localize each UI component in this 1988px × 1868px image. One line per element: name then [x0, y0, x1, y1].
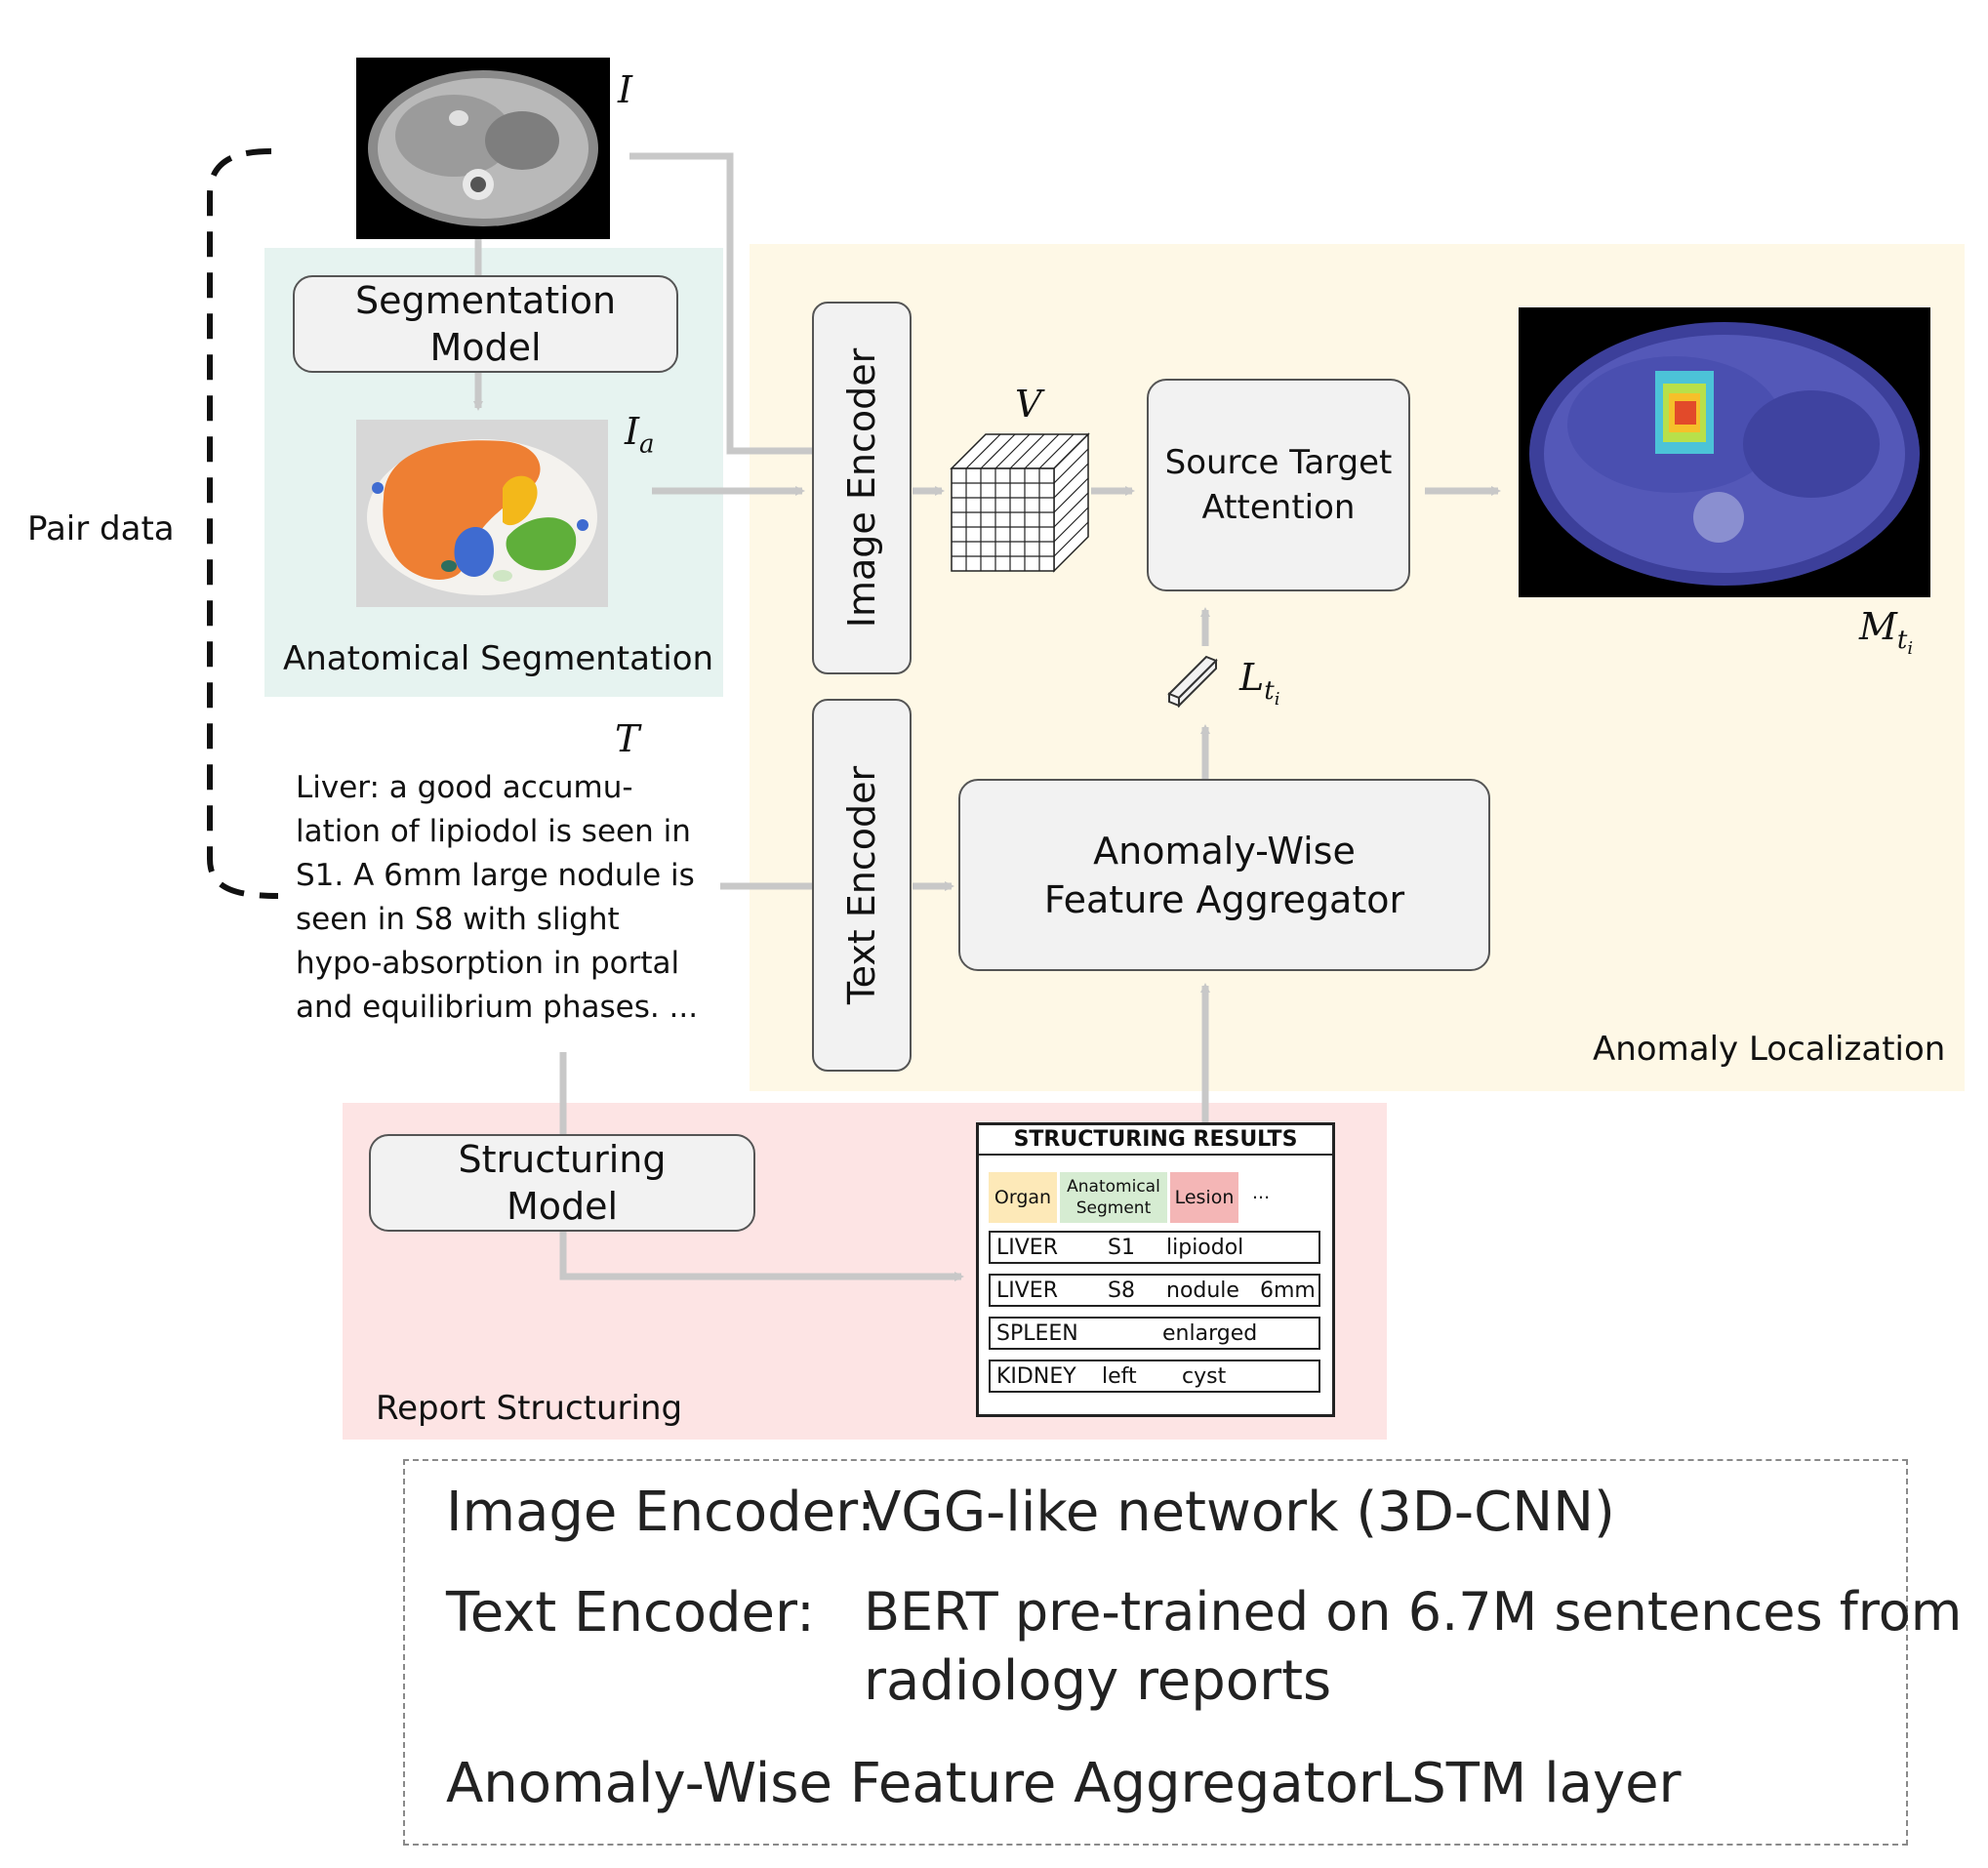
aggregator-line1: Anomaly-Wise — [1093, 829, 1356, 873]
organ-tag: Organ — [989, 1172, 1057, 1223]
legend-aggregator-key: Anomaly-Wise Feature Aggregator: — [446, 1752, 1399, 1815]
text-encoder-box: Text Encoder — [812, 699, 912, 1072]
source-target-line1: Source Target — [1164, 443, 1393, 482]
localization-region-title: Anomaly Localization — [1593, 1030, 1946, 1069]
row-segment: left — [1102, 1364, 1137, 1389]
component-legend: Image Encoder: VGG-like network (3D-CNN)… — [403, 1459, 1962, 1846]
row-extra: 6mm — [1260, 1279, 1316, 1303]
more-tag-label: ... — [1252, 1182, 1271, 1203]
row-lesion: lipiodol — [1166, 1236, 1244, 1260]
symbol-seg-image: Ia — [625, 410, 655, 460]
symbol-map-base: M — [1859, 605, 1897, 648]
structuring-region-title: Report Structuring — [376, 1389, 683, 1428]
report-text-line: Liver: a good accumu- — [296, 770, 633, 805]
aggregator-line2: Feature Aggregator — [1043, 877, 1405, 921]
anomaly-map-image — [1519, 307, 1930, 597]
symbol-seg-image-base: I — [625, 410, 640, 453]
segment-tag: Anatomical Segment — [1060, 1172, 1167, 1223]
row-organ: LIVER — [996, 1236, 1058, 1260]
symbol-latent-base: L — [1239, 656, 1265, 699]
legend-text-encoder-value-line1: BERT pre-trained on 6.7M sentences from — [864, 1581, 1963, 1643]
symbol-text: T — [615, 717, 640, 760]
symbol-latent-sub: t — [1264, 675, 1275, 706]
legend-text-encoder-key: Text Encoder: — [446, 1581, 815, 1645]
table-row: KIDNEY left cyst — [989, 1360, 1320, 1393]
symbol-latent-subsub: i — [1274, 688, 1280, 710]
lesion-tag: Lesion — [1170, 1172, 1238, 1223]
legend-image-encoder-key: Image Encoder: — [446, 1481, 876, 1544]
pair-data-bracket — [207, 148, 279, 899]
segmentation-image — [356, 420, 608, 607]
report-text-line: hypo-absorption in portal — [296, 946, 680, 981]
organ-tag-label: Organ — [994, 1187, 1052, 1208]
source-target-attention-box: Source Target Attention — [1147, 379, 1410, 591]
symbol-map: Mti — [1859, 605, 1913, 659]
row-lesion: enlarged — [1162, 1321, 1258, 1346]
symbol-volume: V — [1015, 383, 1042, 426]
segmentation-model-line1: Segmentation — [354, 279, 617, 322]
report-text-line: seen in S8 with slight — [296, 902, 620, 937]
feature-aggregator-box: Anomaly-Wise Feature Aggregator — [958, 779, 1490, 971]
table-row: LIVER S1 lipiodol — [989, 1231, 1320, 1264]
symbol-latent: Lti — [1239, 656, 1279, 710]
segmentation-region-title: Anatomical Segmentation — [283, 639, 714, 678]
ct-input-image — [356, 58, 610, 239]
symbol-map-subsub: i — [1907, 637, 1914, 659]
report-text: Liver: a good accumu- lation of lipiodol… — [296, 766, 698, 1030]
legend-image-encoder-value: VGG-like network (3D-CNN) — [864, 1481, 1615, 1544]
row-organ: SPLEEN — [996, 1321, 1078, 1346]
image-encoder-box: Image Encoder — [812, 302, 912, 674]
structuring-model-line2: Model — [506, 1185, 619, 1228]
structuring-results-title: STRUCTURING RESULTS — [979, 1127, 1332, 1156]
report-text-line: lation of lipiodol is seen in — [296, 814, 691, 849]
legend-aggregator-value: LSTM layer — [1381, 1752, 1682, 1815]
segmentation-model-line2: Model — [429, 326, 542, 369]
pair-data-label: Pair data — [27, 509, 175, 548]
structuring-model-box: Structuring Model — [369, 1134, 755, 1232]
source-target-line2: Attention — [1201, 488, 1356, 527]
table-row: SPLEEN enlarged — [989, 1317, 1320, 1350]
lesion-tag-label: Lesion — [1174, 1187, 1235, 1208]
more-tag: ... — [1252, 1182, 1270, 1203]
row-lesion: cyst — [1182, 1364, 1227, 1389]
latent-vector-shape — [1167, 655, 1218, 708]
row-organ: LIVER — [996, 1279, 1058, 1303]
table-row: LIVER S8 nodule 6mm — [989, 1274, 1320, 1307]
row-lesion: nodule — [1166, 1279, 1239, 1303]
row-organ: KIDNEY — [996, 1364, 1076, 1389]
feature-volume-cube — [950, 432, 1090, 573]
row-segment: S8 — [1108, 1279, 1135, 1303]
symbol-seg-image-sub: a — [639, 429, 655, 460]
report-text-line: and equilibrium phases. ... — [296, 990, 699, 1025]
segment-tag-line1: Anatomical — [1067, 1177, 1160, 1197]
structuring-model-line1: Structuring — [458, 1138, 667, 1181]
segmentation-model-box: Segmentation Model — [293, 275, 678, 373]
symbol-image: I — [618, 68, 633, 111]
image-encoder-label: Image Encoder — [840, 347, 883, 629]
row-segment: S1 — [1108, 1236, 1135, 1260]
report-text-line: S1. A 6mm large nodule is — [296, 858, 695, 893]
structuring-results-panel: STRUCTURING RESULTS Organ Anatomical Seg… — [976, 1122, 1335, 1417]
legend-text-encoder-value-line2: radiology reports — [864, 1649, 1332, 1713]
text-encoder-label: Text Encoder — [840, 765, 883, 1005]
segment-tag-line2: Segment — [1075, 1198, 1152, 1218]
symbol-map-sub: t — [1896, 625, 1908, 655]
